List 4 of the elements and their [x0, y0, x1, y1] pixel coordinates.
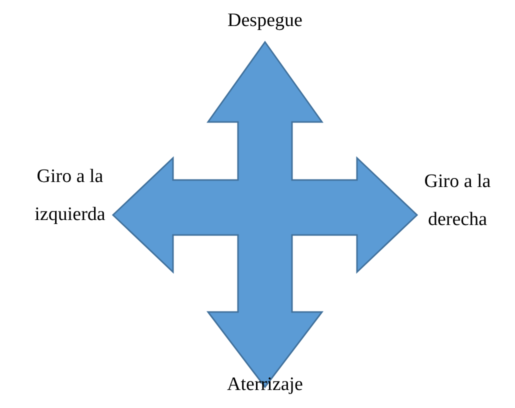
- direction-label: Giro a la derecha: [423, 170, 492, 232]
- direction-label: Giro a la izquierda: [34, 165, 106, 227]
- direction-label: Aterrizaje: [226, 373, 304, 397]
- direction-label: Despegue: [226, 9, 304, 33]
